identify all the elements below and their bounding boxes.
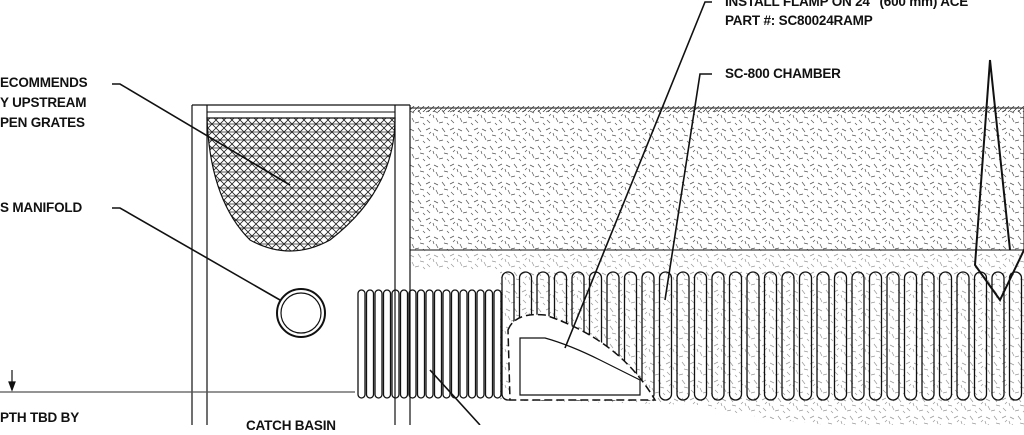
chamber-corrugation	[1008, 271, 1023, 401]
catch-basin-label: CATCH BASIN	[246, 418, 336, 433]
pipe-corrugation	[450, 289, 460, 399]
chamber-corrugation	[886, 271, 900, 401]
pipe-corrugation	[357, 289, 366, 399]
chamber-corrugation	[851, 271, 865, 401]
chamber-corrugation	[921, 271, 935, 401]
chamber-corrugation	[711, 271, 725, 401]
chamber-label: SC-800 CHAMBER	[725, 66, 841, 81]
chamber-corrugation	[746, 271, 760, 401]
pipe-corrugation	[484, 289, 494, 399]
grates-note-line-1: ECOMMENDS	[0, 75, 88, 90]
pipe-corrugation	[442, 289, 451, 399]
leader-lines	[112, 1, 712, 425]
flamp-note: INSTALL FLAMP ON 24" (600 mm) ACE	[725, 0, 969, 9]
drawing-canvas	[0, 1, 1024, 425]
pipe-corrugation	[433, 289, 443, 399]
depth-note: PTH TBD BY	[0, 410, 80, 425]
pipe-corrugation	[476, 289, 485, 399]
pipe-corrugation	[467, 289, 477, 399]
pipe-corrugation	[416, 289, 426, 399]
chamber-corrugation	[833, 271, 848, 401]
pipe-corrugation	[365, 289, 375, 399]
pipe-corrugation	[425, 289, 434, 399]
chamber-corrugation	[991, 271, 1005, 401]
chamber-corrugation	[728, 271, 743, 401]
chamber-corrugation	[816, 271, 830, 401]
chamber-corrugation	[903, 271, 918, 401]
part-number: PART #: SC80024RAMP	[725, 13, 873, 28]
chamber-corrugation	[658, 271, 673, 401]
chamber-corrugation	[938, 271, 953, 401]
pipe-corrugation	[493, 289, 502, 399]
chamber-corrugation	[763, 271, 778, 401]
grates-note-line-3: PEN GRATES	[0, 115, 85, 130]
manifold-pipe	[276, 288, 326, 338]
grate-basket	[206, 117, 396, 252]
grates-note-line-2: Y UPSTREAM	[0, 95, 87, 110]
chamber-corrugation	[693, 271, 708, 401]
pipe-corrugation	[391, 289, 400, 399]
stone-backfill	[409, 107, 1024, 251]
inlet-pipe	[357, 289, 502, 399]
chamber-corrugation	[868, 271, 883, 401]
chamber-corrugation	[781, 271, 795, 401]
pipe-corrugation	[374, 289, 383, 399]
pipe-corrugation	[399, 289, 409, 399]
pipe-corrugation	[382, 289, 392, 399]
manifold-label: S MANIFOLD	[0, 200, 82, 215]
chamber-corrugation	[956, 271, 970, 401]
pipe-corrugation	[459, 289, 468, 399]
chamber-corrugation	[798, 271, 813, 401]
chamber-corrugation	[676, 271, 690, 401]
pipe-corrugation	[408, 289, 417, 399]
